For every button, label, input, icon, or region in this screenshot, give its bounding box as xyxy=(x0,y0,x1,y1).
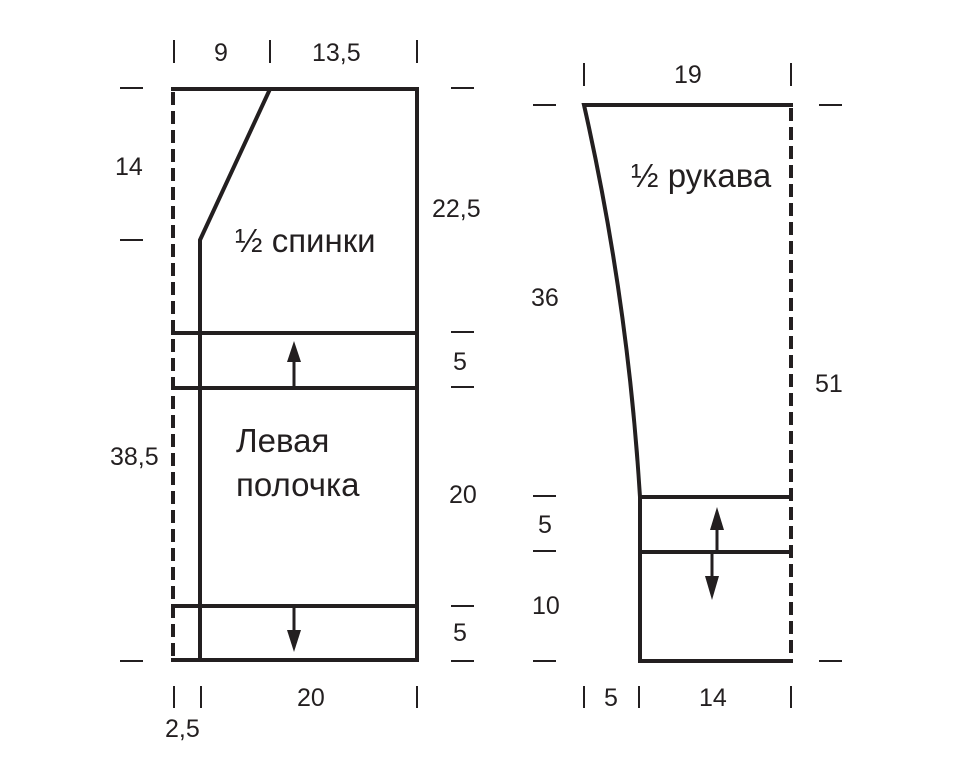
back-label: ½ спинки xyxy=(235,222,376,259)
front-label-line1: Левая xyxy=(236,422,329,459)
sleeve-dim-left-bottom: 10 xyxy=(532,592,560,620)
sleeve-arrow-up xyxy=(710,507,724,550)
dim-left-total: 38,5 xyxy=(110,443,159,471)
dim-top-left: 9 xyxy=(214,39,228,67)
sleeve-dim-top-width: 19 xyxy=(674,61,702,89)
front-label-line2: полочка xyxy=(236,466,360,503)
dim-right-bottom: 5 xyxy=(453,619,467,647)
sleeve-dim-bottom-left: 5 xyxy=(604,684,618,712)
sleeve-outline xyxy=(581,103,793,663)
dim-right-mid: 20 xyxy=(449,481,477,509)
sleeve-label: ½ рукава xyxy=(631,157,772,194)
sleeve-dim-left-length: 36 xyxy=(531,284,559,312)
dim-left-upper: 14 xyxy=(115,153,143,181)
sleeve-piece: ½ рукава 19 36 51 5 10 5 14 xyxy=(531,61,843,712)
sleeve-arrow-down xyxy=(705,552,719,600)
back-outline xyxy=(198,87,419,662)
arrow-up xyxy=(287,341,301,386)
sleeve-dim-left-band: 5 xyxy=(538,511,552,539)
back-front-piece: ½ спинки Левая полочка 9 13,5 14 38,5 22… xyxy=(110,39,481,743)
sleeve-dim-right-total: 51 xyxy=(815,370,843,398)
dim-bottom-width: 20 xyxy=(297,684,325,712)
sleeve-dim-bottom-width: 14 xyxy=(699,684,727,712)
dim-bottom-edge: 2,5 xyxy=(165,715,200,743)
dim-right-band: 5 xyxy=(453,348,467,376)
dim-right-upper: 22,5 xyxy=(432,195,481,223)
dim-top-right: 13,5 xyxy=(312,39,361,67)
arrow-down xyxy=(287,606,301,652)
